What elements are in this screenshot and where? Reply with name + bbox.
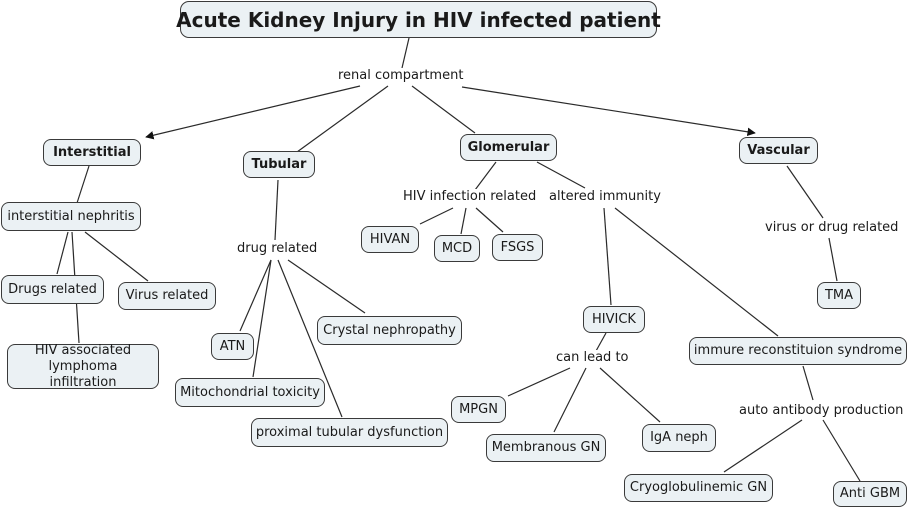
link-renal-tubular [296, 85, 389, 153]
label-virus-or-drug-related: virus or drug related [763, 220, 901, 236]
node-glomerular[interactable]: Glomerular [460, 134, 557, 161]
title-node[interactable]: Acute Kidney Injury in HIV infected pati… [176, 1, 661, 38]
link-canlead-mpgn [507, 367, 571, 397]
node-hiv-lymphoma[interactable]: HIV associated lymphoma infiltration [7, 343, 159, 390]
node-membranous-gn[interactable]: Membranous GN [486, 434, 606, 462]
link-renal-glomerular [411, 85, 476, 134]
label-auto-antibody-production: auto antibody production [737, 403, 906, 419]
link-altered-iris [614, 207, 779, 337]
label-drug-related: drug related [235, 241, 320, 257]
link-hivinf-fsgs [475, 207, 504, 233]
node-mcd[interactable]: MCD [434, 235, 480, 262]
node-interstitial-nephritis[interactable]: interstitial nephritis [1, 202, 141, 231]
node-mitochondrial-toxicity[interactable]: Mitochondrial toxicity [175, 378, 325, 407]
link-interstitial-nephritis [76, 165, 90, 204]
link-altered-hivick [603, 207, 612, 306]
node-atn[interactable]: ATN [211, 333, 254, 360]
link-nephritis-virus [84, 231, 149, 282]
link-drug-mito [252, 259, 272, 378]
link-renal-interstitial [145, 85, 361, 140]
link-canlead-membranous [553, 367, 587, 433]
link-drug-crystal [287, 259, 366, 314]
node-immune-reconstitution-syndrome[interactable]: immure reconstituion syndrome [689, 337, 907, 365]
node-hivan[interactable]: HIVAN [361, 226, 419, 253]
node-vascular[interactable]: Vascular [739, 137, 818, 164]
link-iris-auto [802, 365, 814, 401]
link-auto-cryo [723, 419, 803, 473]
node-proximal-tubular-dysfunction[interactable]: proximal tubular dysfunction [251, 418, 448, 447]
link-glom-hivinf [474, 161, 497, 191]
link-canlead-iga [599, 367, 661, 423]
node-tma[interactable]: TMA [817, 282, 861, 309]
node-anti-gbm[interactable]: Anti GBM [833, 481, 907, 507]
label-hiv-infection-related: HIV infection related [401, 189, 539, 205]
label-renal-compartment: renal compartment [336, 68, 466, 84]
label-can-lead-to: can lead to [554, 350, 631, 366]
link-drug-atn [239, 259, 272, 332]
link-title-renal [401, 37, 410, 69]
link-tubular-drug [274, 179, 279, 241]
link-glom-altered [536, 161, 586, 189]
link-drug-proximal [277, 259, 343, 418]
node-tubular[interactable]: Tubular [243, 151, 315, 178]
node-cryoglobulinemic-gn[interactable]: Cryoglobulinemic GN [624, 474, 773, 502]
link-hivick-canlead [595, 332, 607, 352]
node-fsgs[interactable]: FSGS [492, 234, 543, 261]
link-vascular-virusdrug [786, 165, 824, 219]
node-mpgn[interactable]: MPGN [451, 396, 506, 423]
link-nephritis-drugs [56, 231, 69, 275]
link-hivinf-hivan [419, 207, 454, 225]
node-interstitial[interactable]: Interstitial [43, 139, 141, 166]
label-altered-immunity: altered immunity [547, 189, 663, 205]
node-virus-related[interactable]: Virus related [118, 282, 216, 310]
link-virusdrug-tma [828, 237, 838, 282]
link-hivinf-mcd [460, 207, 467, 235]
node-iga-neph[interactable]: IgA neph [642, 424, 716, 452]
link-renal-vascular [461, 86, 756, 136]
node-drugs-related[interactable]: Drugs related [1, 275, 104, 304]
link-auto-antigbm [822, 419, 861, 482]
node-hivick[interactable]: HIVICK [583, 306, 645, 333]
node-crystal-nephropathy[interactable]: Crystal nephropathy [317, 316, 462, 345]
